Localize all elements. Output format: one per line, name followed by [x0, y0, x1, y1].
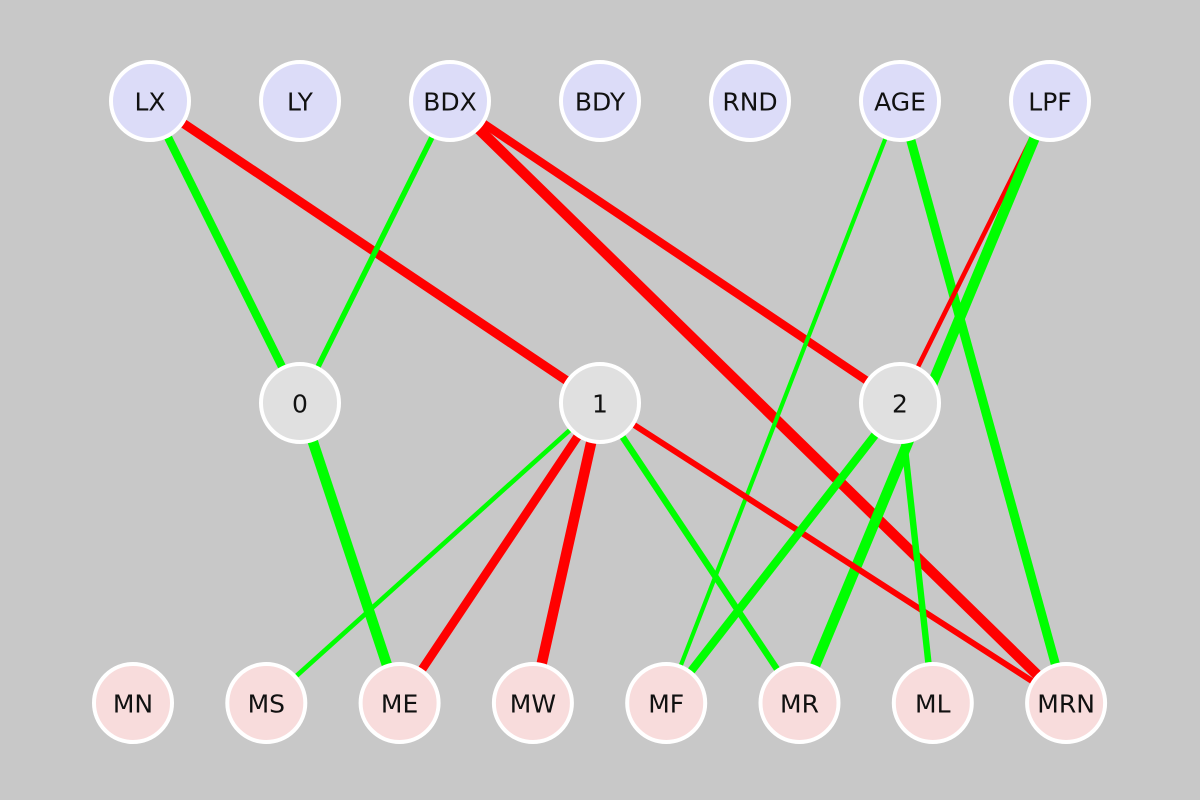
- hidden-node-0: 0: [259, 362, 341, 444]
- output-node-label: ME: [381, 690, 418, 719]
- hidden-node-label: 0: [292, 390, 308, 419]
- edge-1-to-ms: [264, 401, 602, 705]
- edge-lx-to-0: [146, 99, 304, 405]
- input-node-lx: LX: [109, 60, 191, 142]
- output-node-label: MR: [780, 690, 819, 719]
- edge-1-to-mrn: [598, 400, 1068, 706]
- edge-1-to-me: [395, 400, 604, 706]
- input-node-circle: [709, 60, 791, 142]
- hidden-node-1: 1: [559, 362, 641, 444]
- nodes-layer: LX LY BDX BDY RND AGE LPF 0 1 2MN MS ME MW MF MR ML MRN: [92, 60, 1108, 744]
- edge-1-to-mr: [597, 401, 803, 705]
- input-node-circle: [859, 60, 941, 142]
- output-node-mf: MF: [625, 662, 708, 744]
- output-node-mn: MN: [92, 662, 174, 744]
- input-node-bdy: BDY: [559, 60, 641, 142]
- output-node-circle: [758, 662, 841, 744]
- output-node-label: MS: [248, 690, 285, 719]
- output-node-label: MF: [648, 690, 684, 719]
- hidden-node-circle: [259, 362, 341, 444]
- edge-age-to-mf: [664, 100, 902, 704]
- input-node-bdx: BDX: [409, 60, 491, 142]
- output-node-ml: ML: [891, 662, 974, 744]
- output-node-label: MW: [510, 690, 556, 719]
- output-node-mw: MW: [491, 662, 574, 744]
- input-node-rnd: RND: [709, 60, 791, 142]
- edge-0-to-me: [295, 401, 405, 705]
- edge-bdx-to-2: [447, 97, 903, 407]
- input-node-circle: [559, 60, 641, 142]
- output-node-ms: MS: [225, 662, 308, 744]
- output-node-circle: [358, 662, 441, 744]
- input-node-age: AGE: [859, 60, 941, 142]
- output-node-circle: [625, 662, 708, 744]
- input-node-ly: LY: [259, 60, 341, 142]
- input-node-label: AGE: [874, 88, 926, 117]
- hidden-node-circle: [859, 362, 941, 444]
- edges-layer: [146, 97, 1071, 707]
- hidden-node-label: 1: [592, 390, 608, 419]
- output-node-label: MN: [113, 690, 153, 719]
- input-node-label: BDX: [423, 88, 477, 117]
- input-node-label: BDY: [575, 88, 626, 117]
- output-node-mr: MR: [758, 662, 841, 744]
- output-node-circle: [225, 662, 308, 744]
- output-node-mrn: MRN: [1025, 662, 1108, 744]
- output-node-circle: [1025, 662, 1108, 744]
- output-node-label: ML: [915, 690, 951, 719]
- input-node-lpf: LPF: [1009, 60, 1091, 142]
- hidden-node-label: 2: [892, 390, 908, 419]
- output-node-me: ME: [358, 662, 441, 744]
- edge-1-to-mw: [527, 401, 606, 705]
- hidden-node-circle: [559, 362, 641, 444]
- input-node-circle: [259, 60, 341, 142]
- input-node-label: LY: [287, 88, 314, 117]
- input-node-circle: [409, 60, 491, 142]
- input-node-label: LX: [134, 88, 165, 117]
- output-node-circle: [491, 662, 574, 744]
- input-node-label: LPF: [1028, 88, 1071, 117]
- input-node-circle: [1009, 60, 1091, 142]
- edge-bdx-to-0: [297, 99, 453, 405]
- edge-2-to-mf: [662, 400, 904, 706]
- hidden-node-2: 2: [859, 362, 941, 444]
- edge-2-to-ml: [896, 402, 937, 704]
- input-node-circle: [109, 60, 191, 142]
- input-node-label: RND: [722, 88, 777, 117]
- edge-bdx-to-mrn: [446, 97, 1070, 707]
- output-node-label: MRN: [1037, 690, 1095, 719]
- edge-age-to-mrn: [895, 99, 1071, 705]
- output-node-circle: [891, 662, 974, 744]
- output-node-circle: [92, 662, 174, 744]
